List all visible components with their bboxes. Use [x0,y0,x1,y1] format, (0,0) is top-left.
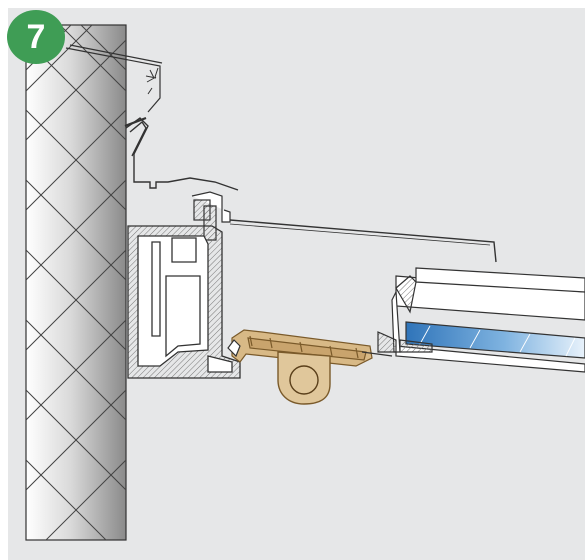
glazing-panel-icon [361,267,585,373]
flashing-strip-icon [124,116,239,191]
sealant-spark-icon [145,67,159,95]
flashing-strip-icon [65,44,163,113]
step-number-badge: 7 [7,10,65,64]
aluminium-wall-profile-icon [127,225,241,379]
roller-bearing-icon [277,351,331,405]
aluminium-wall-profile-icon [191,191,497,263]
gutter-profile-icon [227,329,373,367]
masonry-wall-icon [25,24,127,541]
